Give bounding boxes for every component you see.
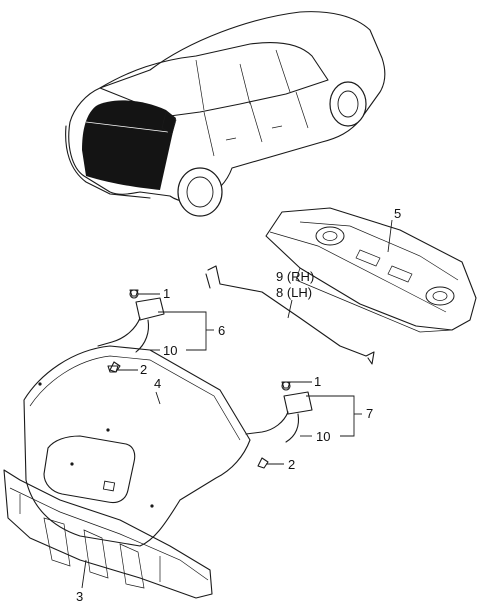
- callout-3: 3: [76, 589, 83, 604]
- callout-2-mid: 2: [288, 457, 295, 472]
- callout-1-top: 1: [163, 286, 170, 301]
- callout-9-rh: 9 (RH): [276, 269, 314, 284]
- callout-1-mid: 1: [314, 374, 321, 389]
- callout-2-top: 2: [140, 362, 147, 377]
- trunk-hinge-right: [245, 381, 313, 469]
- callout-5: 5: [394, 206, 401, 221]
- callout-10-top: 10: [163, 343, 177, 358]
- callout-labels: 5 9 (RH) 8 (LH) 1 6 10 2 4 1 7 10 2 3: [76, 206, 401, 604]
- rear-panel: [3, 469, 213, 599]
- callout-4: 4: [154, 376, 161, 391]
- trunk-lid-torsion-bar: [205, 265, 375, 365]
- leader-lines: [81, 219, 393, 589]
- car-illustration: [65, 11, 386, 217]
- fasteners: [107, 289, 291, 389]
- callout-8-lh: 8 (LH): [276, 285, 312, 300]
- callout-10-mid: 10: [316, 429, 330, 444]
- rear-package-tray: [265, 207, 477, 333]
- trunk-hinge-left: [97, 289, 165, 373]
- trunk-lid: [23, 345, 251, 547]
- callout-6: 6: [218, 323, 225, 338]
- callout-7: 7: [366, 406, 373, 421]
